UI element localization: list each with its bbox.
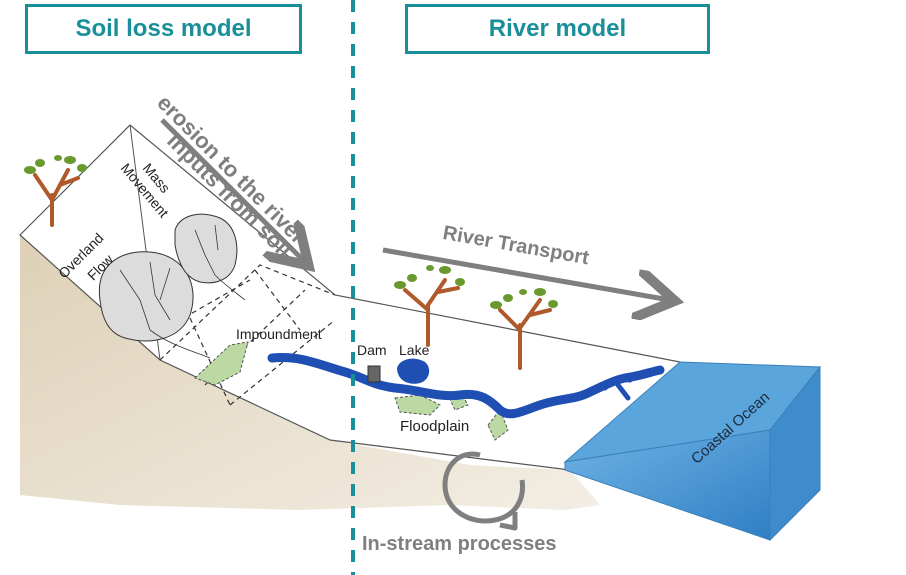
ocean-block-side	[769, 365, 821, 542]
tree-right	[498, 298, 552, 370]
dam-block	[367, 365, 381, 383]
soil-loss-model-header: Soil loss model	[25, 4, 302, 54]
river-model-header: River model	[405, 4, 710, 54]
inputs-arrow	[160, 118, 305, 262]
tree-middle	[403, 278, 460, 347]
tree-left	[33, 168, 80, 227]
terrain-body	[20, 235, 600, 510]
impoundment-label: Impoundment	[236, 326, 322, 342]
dam-label: Dam	[357, 342, 387, 358]
lake-body	[397, 358, 430, 384]
lake-label: Lake	[399, 342, 430, 358]
in-stream-processes-label: In-stream processes	[362, 533, 557, 555]
in-stream-cycle-arrow	[442, 451, 526, 524]
floodplain-label: Floodplain	[400, 418, 470, 435]
river-transport-arrow	[382, 247, 670, 300]
floodplain-patches	[194, 341, 509, 441]
mass-movement-scar	[174, 213, 238, 284]
